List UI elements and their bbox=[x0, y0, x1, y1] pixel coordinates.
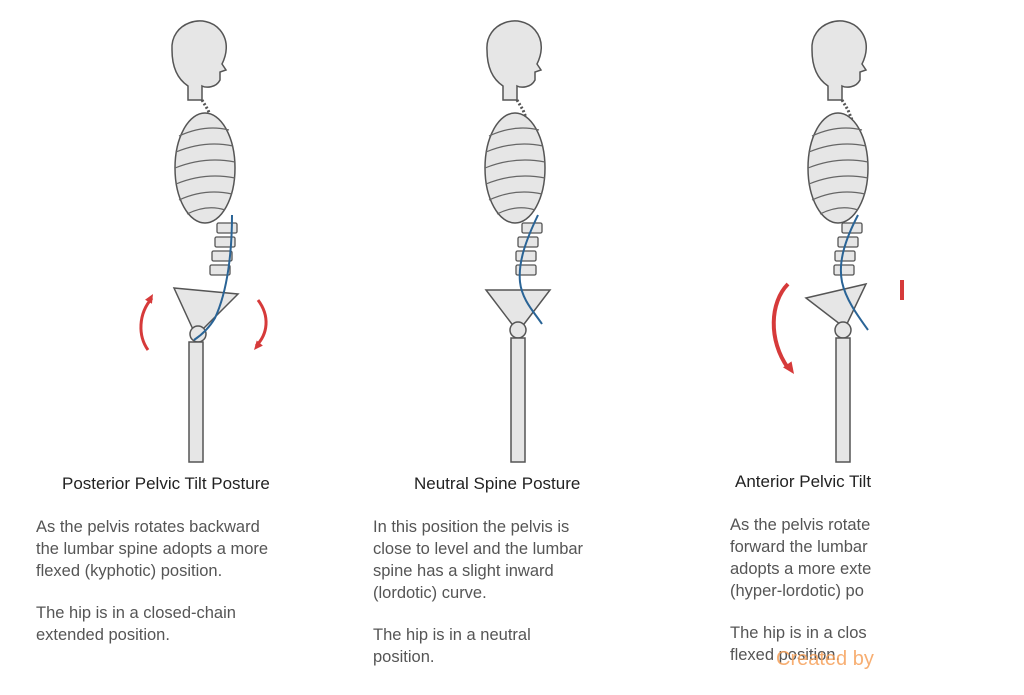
desc-line: The hip is in a closed-chain bbox=[36, 604, 236, 622]
desc-line: adopts a more exte bbox=[730, 560, 872, 578]
desc-line: the lumbar spine adopts a more bbox=[36, 540, 269, 558]
figure-posterior-tilt bbox=[139, 20, 268, 463]
desc-line: flexed position. bbox=[730, 646, 841, 664]
desc-line: (lordotic) curve. bbox=[373, 584, 487, 602]
panel-title-posterior: Posterior Pelvic Tilt Posture bbox=[62, 474, 270, 493]
panel-description-posterior: As the pelvis rotates backward the lumba… bbox=[36, 516, 268, 646]
desc-line: close to level and the lumbar bbox=[373, 540, 584, 558]
desc-line: position. bbox=[373, 648, 435, 666]
figure-neutral bbox=[484, 20, 552, 463]
watermark: Created by bbox=[776, 648, 874, 670]
figure-anterior-tilt bbox=[771, 20, 904, 463]
desc-line: As the pelvis rotates backward bbox=[36, 518, 260, 536]
panel-title-anterior: Anterior Pelvic Tilt bbox=[735, 472, 872, 491]
desc-line: The hip is in a clos bbox=[730, 624, 867, 642]
desc-line: flexed (kyphotic) position. bbox=[36, 562, 223, 580]
desc-line: (hyper-lordotic) po bbox=[730, 582, 864, 600]
rotation-arrow-icon bbox=[771, 282, 799, 377]
desc-line: As the pelvis rotate bbox=[730, 516, 871, 534]
rotation-arrow-icon bbox=[250, 299, 268, 353]
panel-description-anterior: As the pelvis rotate forward the lumbar … bbox=[730, 514, 871, 666]
desc-line: extended position. bbox=[36, 626, 170, 644]
desc-line: spine has a slight inward bbox=[373, 562, 554, 580]
rotation-arrow-icon bbox=[139, 292, 157, 351]
desc-line: In this position the pelvis is bbox=[373, 518, 570, 536]
panel-anterior-text-clip: Anterior Pelvic Tilt As the pelvis rotat… bbox=[720, 460, 902, 695]
desc-line: forward the lumbar bbox=[730, 538, 868, 556]
desc-line: The hip is in a neutral bbox=[373, 626, 531, 644]
panel-title-neutral: Neutral Spine Posture bbox=[414, 474, 581, 493]
panel-description-neutral: In this position the pelvis is close to … bbox=[373, 516, 583, 668]
